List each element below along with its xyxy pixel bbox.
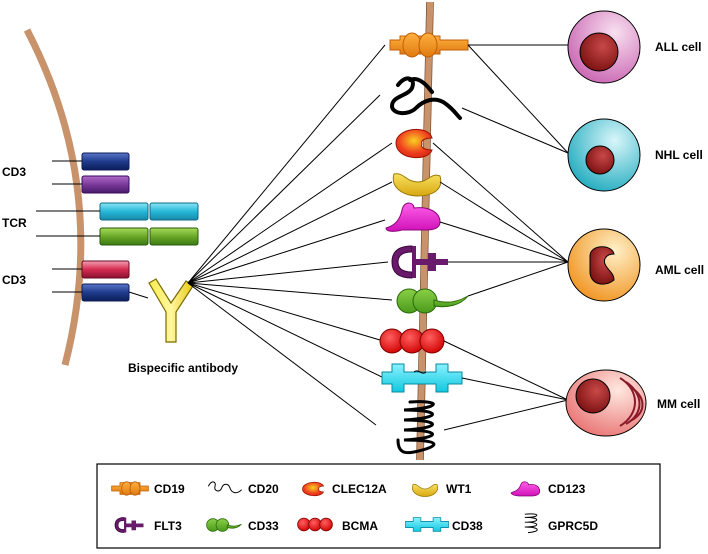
tcr-alpha-2 [149, 202, 199, 221]
tcr-beta-2 [149, 227, 199, 246]
cd3-receptor-top-1 [81, 152, 130, 171]
legend-gprc5d: GPRC5D [548, 519, 598, 533]
antibody-label: Bispecific antibody [128, 361, 238, 375]
all-cell: ALL cell [567, 10, 701, 84]
nhl-cell: NHL cell [567, 118, 703, 192]
wt1-antigen [392, 173, 442, 197]
cd38-antigen [381, 363, 463, 393]
mm-cell-label: MM cell [657, 397, 700, 411]
cd123-antigen [385, 202, 441, 232]
legend-cd38: CD38 [452, 519, 483, 533]
legend-cd20: CD20 [248, 482, 279, 496]
aml-cell: AML cell [567, 228, 704, 302]
target-membrane [379, 1, 469, 461]
legend-cd123: CD123 [548, 482, 586, 496]
aml-cell-label: AML cell [655, 263, 704, 277]
all-cell-label: ALL cell [655, 40, 701, 54]
antigen-cell-lines [432, 44, 569, 431]
legend-cd33: CD33 [248, 519, 279, 533]
legend-box [96, 463, 661, 549]
bcma-antigen [379, 328, 445, 354]
cd3-label-top: CD3 [2, 165, 26, 179]
gprc5d-antigen [396, 400, 436, 455]
cd33-antigen [396, 288, 469, 314]
mm-cell: MM cell [565, 369, 700, 437]
legend-wt1: WT1 [446, 482, 472, 496]
legend-clec12a: CLEC12A [332, 482, 387, 496]
cd3-label-bottom: CD3 [2, 273, 26, 287]
tcr-label: TCR [2, 216, 27, 230]
nhl-cell-label: NHL cell [655, 148, 703, 162]
t-cell-membrane [23, 28, 85, 366]
bispecific-antibody: Bispecific antibody [128, 278, 238, 375]
cd20-antigen [389, 76, 462, 120]
bcma-icon [297, 517, 333, 532]
cd3-receptor-bottom-2 [81, 283, 130, 302]
t-cell: CD3 TCR CD3 [2, 28, 199, 366]
antibody-targeting-lines [187, 44, 393, 426]
legend-flt3: FLT3 [154, 519, 182, 533]
tcr-alpha-1 [99, 202, 149, 221]
antibody-y-shape [148, 278, 194, 343]
legend-cd19: CD19 [154, 482, 185, 496]
clec12a-antigen [395, 128, 433, 159]
cd19-antigen [389, 32, 469, 58]
cd3-receptor-bottom-1 [81, 260, 130, 279]
legend-bcma: BCMA [342, 519, 378, 533]
flt3-antigen [391, 245, 448, 279]
legend: CD19 CD20 CLEC12A WT1 CD123 FLT3 CD33 BC… [96, 463, 661, 549]
tcr-beta-1 [99, 227, 149, 246]
cd3-receptor-top-2 [81, 175, 130, 194]
